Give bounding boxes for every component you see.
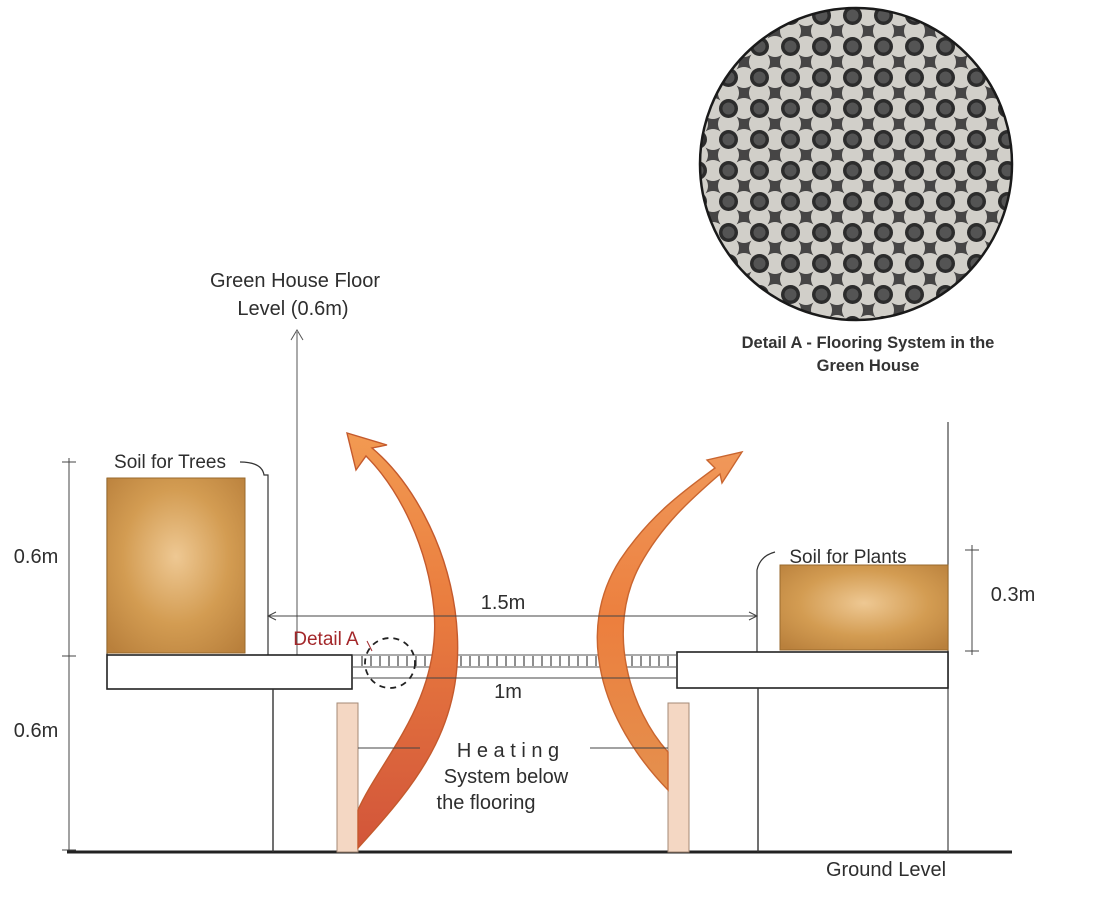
detail-a-inset — [698, 6, 1014, 322]
floor-level-label-line1: Green House Floor — [210, 270, 380, 292]
dim-span-lower: 1m — [494, 681, 522, 703]
ground-level-label: Ground Level — [826, 859, 946, 881]
perforated-floor-plate — [700, 8, 1012, 320]
detail-caption-line2: Green House — [817, 357, 920, 375]
floor-level-leader — [290, 329, 304, 658]
right-floor-slab — [676, 651, 949, 689]
soil-for-plants-block — [779, 564, 949, 651]
floor-level-label-line2: Level (0.6m) — [237, 298, 348, 320]
detail-a-circle-frame — [698, 6, 1014, 322]
soil-plants-label: Soil for Plants — [789, 547, 906, 568]
detail-caption-line1: Detail A - Flooring System in the — [742, 334, 995, 352]
dim-left-upper: 0.6m — [14, 546, 58, 568]
detail-a-label: Detail A — [293, 629, 359, 650]
left-vertical-dimension — [62, 458, 76, 851]
span-dimension-upper — [266, 611, 759, 621]
left-heat-arrow — [346, 431, 459, 850]
right-vertical-dimension — [965, 545, 979, 655]
dim-left-lower: 0.6m — [14, 720, 58, 742]
detail-a-marker-circle — [364, 637, 416, 689]
dim-span-upper: 1.5m — [481, 592, 525, 614]
dim-right: 0.3m — [991, 584, 1035, 606]
left-floor-slab — [106, 654, 353, 690]
heating-label-line2: System below — [444, 766, 569, 788]
heating-label-line3: the flooring — [437, 792, 536, 814]
right-planter-structure — [676, 422, 949, 852]
detail-a-leader — [366, 640, 373, 652]
heating-label-line1: H e a t i n g — [457, 740, 559, 762]
soil-for-trees-block — [106, 477, 246, 654]
right-heat-arrow — [596, 450, 744, 792]
soil-trees-label: Soil for Trees — [114, 452, 226, 473]
perforated-floor-grating — [352, 654, 677, 668]
left-support-post — [336, 702, 359, 853]
right-support-post — [667, 702, 690, 853]
